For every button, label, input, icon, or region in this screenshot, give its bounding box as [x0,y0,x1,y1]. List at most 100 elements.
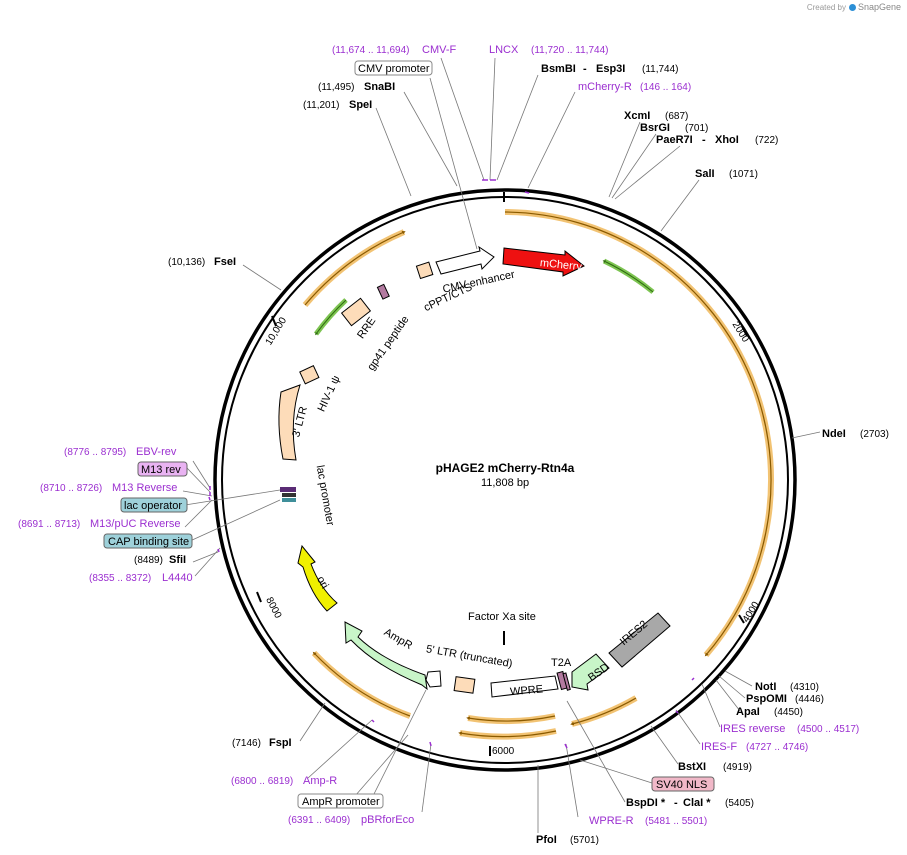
credit-prefix: Created by [806,3,846,12]
orf-arc-top-left [302,229,406,307]
primer-pos-ires-f: (4727 .. 4746) [746,742,808,753]
site-xcmi: XcmI [624,110,650,122]
orf-arc-bottom-left [311,650,412,719]
feature-gp41-peptide [376,283,390,300]
primer-pos-m13-puc-reverse: (8691 .. 8713) [18,519,80,530]
box-lac-operator [120,497,188,513]
green-arrows [313,258,655,336]
site-pos-fspi: (7146) [232,738,261,749]
site-fsei: FseI [214,256,236,268]
orf-arc-bottom-right [570,695,638,727]
site-bstxi: BstXI [678,761,706,773]
feature-t2a-2 [562,672,571,691]
site-spei: SpeI [349,99,372,111]
feature-cppt [415,261,434,280]
site-xhoi: XhoI [715,134,739,146]
primer-label-ebv-rev: EBV-rev [136,446,177,458]
site-ndei: NdeI [822,428,846,440]
site-dash-esp3i: - [583,63,587,75]
snapgene-logo-icon [848,4,856,12]
primer-label-amp-r: Amp-R [303,775,337,787]
leader-lines [182,57,821,833]
site-pos-sali: (1071) [729,169,758,180]
site-pos-xcmi: (687) [665,111,688,122]
site-fspi: FspI [269,737,292,749]
feature-label-hiv-psi: HIV-1 ψ [316,374,343,414]
feature-hiv-psi [299,365,320,385]
feature-3-ltr [278,384,301,461]
primer-label-wpre-r: WPRE-R [589,815,634,827]
box-label-m13-rev: M13 rev [141,464,181,476]
feature-ori: ori [297,544,338,612]
site-pos-pfoi: (5701) [570,835,599,846]
feature-label-factor-xa: Factor Xa site [468,611,536,623]
primer-label-ires-f: IRES-F [701,741,737,753]
site-dash-xhoi: - [702,134,706,146]
site-pos-apai: (4450) [774,707,803,718]
orf-arc-main [504,209,775,657]
primer-pos-lncx: (11,720 .. 11,744) [531,45,608,56]
site-paer7i: PaeR7I [656,134,693,146]
site-pos-fsei: (10,136) [168,257,205,268]
primer-pos-amp-r: (6800 .. 6819) [231,776,293,787]
backbone-outer [213,188,797,772]
plasmid-name: pHAGE2 mCherry-Rtn4a [436,461,575,475]
credit-brand: SnapGene [857,2,901,12]
feature-label-mcherry: mCherry [539,257,583,273]
site-pos-bsmbi: (11,744) [642,64,679,75]
box-label-sv40-nls: SV40 NLS [656,779,707,791]
primer-label-pbrforeco: pBRforEco [361,814,414,826]
site-pos-bspdi: (5405) [725,798,754,809]
tick-label-8000: 8000 [263,596,283,621]
site-pos-spei: (11,201) [303,100,340,111]
position-ticks [256,192,748,756]
box-label-cmv-promoter: CMV promoter [358,63,430,75]
feature-wpre [490,675,559,698]
plasmid-size: 11,808 bp [481,477,529,489]
primer-label-cmv-f: CMV-F [422,44,457,56]
site-pos-paer7i: (722) [755,135,778,146]
box-label-cap-binding-site: CAP binding site [108,536,189,548]
site-bspdi: BspDI * [626,797,666,809]
feature-label-t2a: T2A [551,657,572,669]
primer-pos-pbrforeco: (6391 .. 6409) [288,815,350,826]
primer-markers [208,179,695,749]
site-esp3i: Esp3I [596,63,625,75]
box-ampr-promoter [297,793,384,809]
box-cmv-promoter [354,60,433,76]
primer-pos-mcherry-r: (146 .. 164) [640,82,691,93]
feature-label-lac-promoter: lac promoter [314,464,336,527]
primer-pos-l4440: (8355 .. 8372) [89,573,151,584]
site-clai: ClaI * [683,797,711,809]
feature-mcherry: mCherry [502,247,585,277]
primer-pos-cmv-f: (11,674 .. 11,694) [332,45,409,56]
site-pos-ndei: (2703) [860,429,889,440]
site-bsmbi: BsmBI [541,63,576,75]
tick-label-10000: 10,000 [264,315,290,347]
feature-label-wpre: WPRE [510,683,544,698]
site-pos-pspomi: (4446) [795,694,824,705]
primer-pos-m13-reverse: (8710 .. 8726) [40,483,102,494]
box-label-lac-operator: lac operator [124,500,182,512]
orf-arc-bottom-mid [458,713,557,740]
site-pos-bsrgi: (701) [685,123,708,134]
site-pfoi: PfoI [536,834,557,846]
site-pos-snabi: (11,495) [318,82,355,93]
primer-label-mcherry-r: mCherry-R [578,81,632,93]
box-sv40-nls [651,776,715,792]
primer-pos-ires-reverse: (4500 .. 4517) [797,724,859,735]
primer-label-l4440: L4440 [162,572,193,584]
feature-ampr: AmpR [344,621,428,691]
primer-label-lncx: LNCX [489,44,519,56]
feature-lac-marks [280,487,296,502]
tick-label-6000: 6000 [492,746,515,757]
site-dash-clai: - [674,797,678,809]
feature-5-ltr [453,676,476,694]
box-m13-rev [137,461,188,477]
feature-5-ltr-arrow [425,670,442,688]
feature-bsd [571,653,610,691]
site-snabi: SnaBI [364,81,395,93]
feature-label-ori: ori [314,574,331,591]
site-pspomi: PspOMI [746,693,787,705]
